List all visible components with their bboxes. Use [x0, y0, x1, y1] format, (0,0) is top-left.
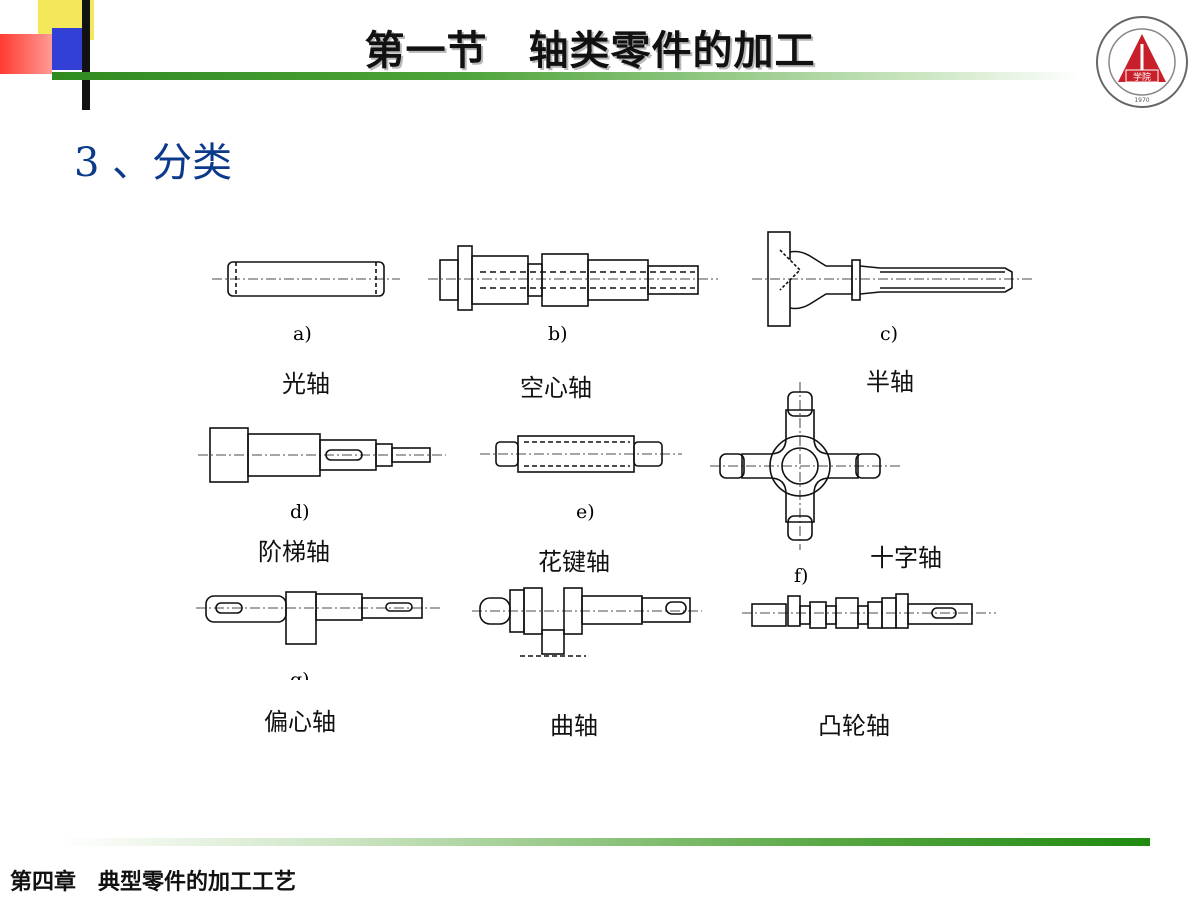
label-f: f) — [794, 565, 808, 587]
cross-shaft-drawing — [710, 382, 900, 550]
name-eccentric-shaft: 偏心轴 — [264, 708, 336, 736]
label-g: g) — [290, 669, 310, 680]
logo-year: 1970 — [1134, 97, 1149, 104]
label-a: a) — [293, 323, 312, 345]
footer-chapter: 第四章 典型零件的加工工艺 — [10, 870, 297, 895]
stepped-shaft-drawing — [198, 427, 446, 483]
name-crankshaft: 曲轴 — [550, 712, 598, 740]
name-stepped-shaft: 阶梯轴 — [258, 538, 330, 566]
footer-divider — [60, 838, 1150, 846]
eccentric-shaft-drawing — [196, 591, 442, 645]
name-spline-shaft: 花键轴 — [538, 548, 610, 576]
label-c: c) — [880, 323, 898, 345]
name-camshaft: 凸轮轴 — [818, 712, 890, 740]
corner-decoration-red — [0, 34, 52, 74]
label-e: e) — [576, 501, 595, 523]
header-divider — [52, 72, 1082, 80]
crankshaft-drawing — [472, 587, 702, 657]
half-shaft-drawing — [752, 231, 1032, 327]
spline-shaft-drawing — [480, 435, 682, 473]
corner-decoration-blue — [52, 28, 86, 70]
corner-decoration-bar — [82, 0, 90, 110]
camshaft-drawing — [742, 593, 996, 629]
name-plain-shaft: 光轴 — [282, 370, 330, 398]
section-heading: 3 、分类 — [74, 140, 233, 186]
name-half-shaft: 半轴 — [866, 368, 914, 396]
label-b: b) — [548, 323, 568, 345]
logo-badge: 学院 — [1133, 71, 1151, 83]
name-cross-shaft: 十字轴 — [870, 544, 942, 572]
label-d: d) — [290, 501, 310, 523]
name-hollow-shaft: 空心轴 — [520, 374, 592, 402]
hollow-shaft-drawing — [428, 245, 718, 311]
slide-title: 第一节 轴类零件的加工 — [364, 28, 816, 74]
shaft-classification-figure: a) b) c) d) e) f) g) h) i) — [196, 231, 1032, 680]
institute-logo: 学院 1970 — [1096, 16, 1188, 108]
plain-shaft-drawing — [212, 261, 400, 297]
